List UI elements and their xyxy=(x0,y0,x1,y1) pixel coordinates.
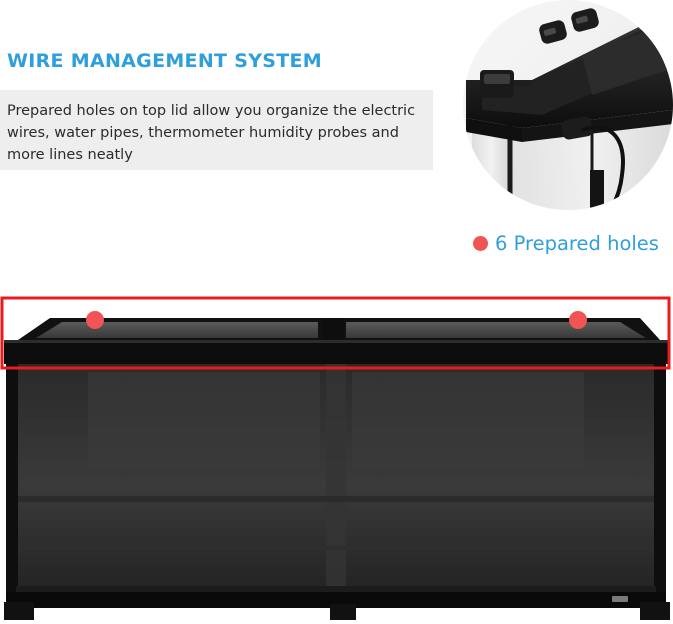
terrarium-image xyxy=(0,296,671,620)
feature-description: Prepared holes on top lid allow you orga… xyxy=(7,103,416,163)
lid-closeup-image xyxy=(463,0,673,210)
prepared-holes-label: 6 Prepared holes xyxy=(495,231,659,255)
feature-title: WIRE MANAGEMENT SYSTEM xyxy=(7,50,322,72)
description-box: Prepared holes on top lid allow you orga… xyxy=(0,90,433,170)
red-dot-icon xyxy=(473,235,488,251)
prepared-holes-callout: 6 Prepared holes xyxy=(473,228,659,258)
